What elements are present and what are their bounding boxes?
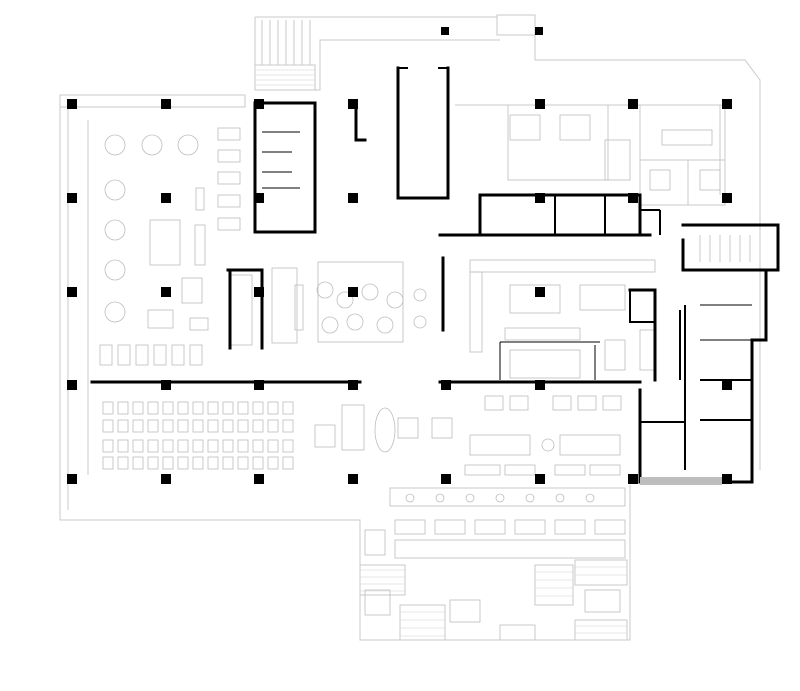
column [535,474,545,484]
column [348,380,358,390]
column [161,287,171,297]
hatched-areas [254,14,628,641]
column [535,193,545,203]
column [348,474,358,484]
column [722,193,732,203]
column [722,99,732,109]
column [348,193,358,203]
column [535,27,543,35]
dining-furniture [99,127,427,366]
classroom-seating [102,401,396,470]
column [67,287,77,297]
column [722,474,732,484]
loading-zone [640,477,722,485]
column [254,474,264,484]
column [628,99,638,109]
column [254,380,264,390]
terrace-furniture [364,487,626,623]
column [67,99,77,109]
column [348,99,358,109]
column [441,474,451,484]
column [628,193,638,203]
column [535,380,545,390]
column [254,287,264,297]
column [628,474,638,484]
column [67,380,77,390]
column [161,380,171,390]
column [161,99,171,109]
lounge-seating [397,395,622,476]
column [254,99,264,109]
column [348,287,358,297]
column [535,99,545,109]
column [161,193,171,203]
column [67,193,77,203]
column [441,380,451,390]
walls [90,66,780,484]
column [161,474,171,484]
columns [67,27,732,484]
column [441,27,449,35]
column [67,474,77,484]
column [722,380,732,390]
kitchen-fixtures [469,114,721,379]
column [535,287,545,297]
column [254,193,264,203]
